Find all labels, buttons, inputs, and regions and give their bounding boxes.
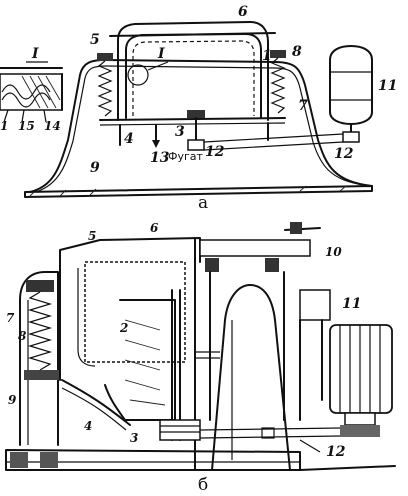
inset-label: I [31,46,39,62]
casing [117,21,269,121]
drawing-b: 2 3 4 5 6 7 8 9 10 11 12 б [5,221,396,495]
label-b-4: 4 [84,419,92,433]
label-b-8: 8 [18,329,27,343]
label-a-11: 11 [378,78,397,94]
motor-a [329,45,373,143]
brake-column [211,284,291,471]
label-b-7: 7 [6,311,15,325]
label-b-12: 12 [326,444,346,460]
label-a-13: 13 [150,150,170,166]
label-a-15: 15 [18,119,35,133]
label-b-9: 9 [8,393,17,407]
ground-plate [24,185,373,198]
inset-marker [127,64,149,86]
schematic-a: 1 3 4 5 6 7 8 9 11 12 12 13 Фугат 14 15 … [0,4,397,213]
label-a-1-inset: 1 [0,119,8,133]
label-b-3: 3 [130,431,138,445]
label-b-10: 10 [325,245,342,259]
drum [125,33,262,119]
label-b-6: 6 [150,221,159,235]
label-a-1: 1 [262,48,272,64]
frame-housing [29,59,373,193]
label-a-14: 14 [44,119,61,133]
label-a-6: 6 [238,4,248,20]
label-a-3: 3 [175,124,185,140]
right-spring [270,50,286,114]
label-a-12-left: 12 [205,144,225,160]
fugat-label: Фугат [168,150,203,163]
label-b-2: 2 [119,321,128,335]
left-spring [97,53,113,117]
label-b-11: 11 [342,296,361,312]
label-a-7: 7 [298,98,308,114]
inset-detail [0,67,63,123]
label-a-12-right: 12 [334,146,354,162]
housing-b [59,237,201,263]
label-a-4: 4 [124,131,134,147]
label-a-9: 9 [90,160,100,176]
caption-a: а [198,193,208,213]
label-a-5: 5 [90,32,100,48]
inset-marker-label: I [157,46,165,62]
motor-b [299,289,393,437]
caption-b: б [198,475,208,492]
label-a-8: 8 [292,44,302,60]
label-b-5: 5 [88,229,96,243]
